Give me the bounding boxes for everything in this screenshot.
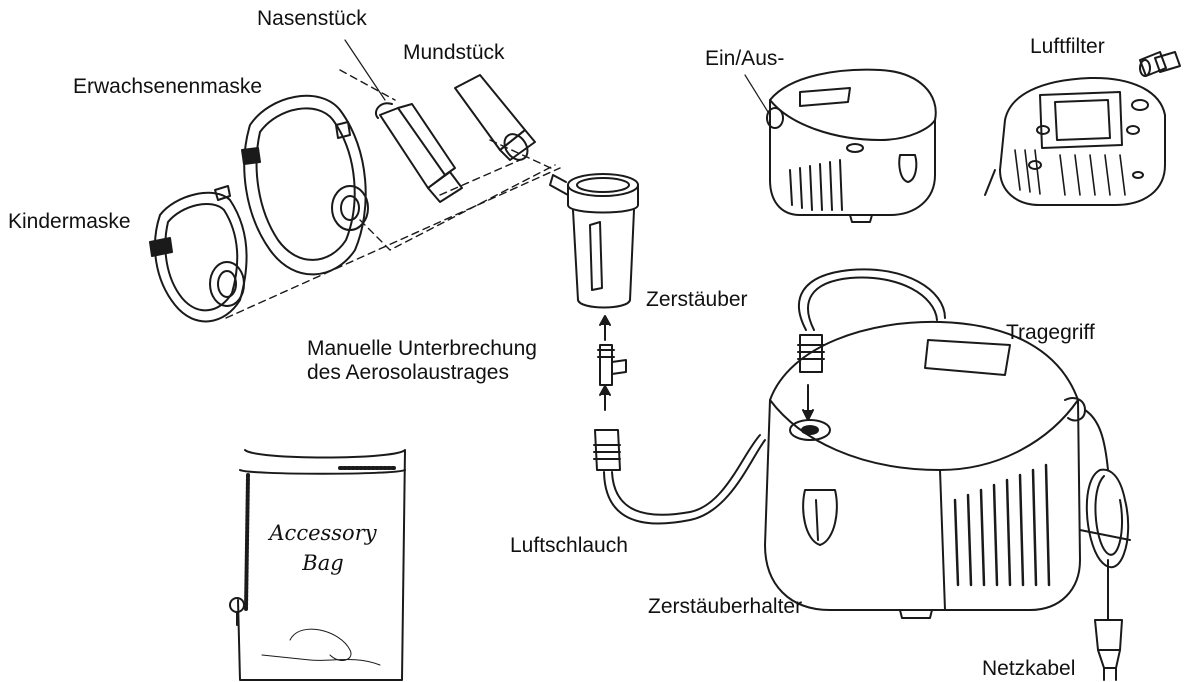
nose-piece <box>374 102 463 203</box>
adult-mask <box>241 94 369 276</box>
t-piece-connector <box>597 344 627 386</box>
label-kindermaske: Kindermaske <box>8 210 131 233</box>
label-erwachsenenmaske: Erwachsenenmaske <box>73 75 263 98</box>
bag-label-line1: Accessory <box>269 521 377 545</box>
label-tragegriff: Tragegriff <box>1006 321 1095 344</box>
spare-air-filters <box>1139 51 1181 77</box>
mouth-piece <box>454 74 536 161</box>
label-luftschlauch: Luftschlauch <box>510 534 628 557</box>
label-leader-nasenstueck <box>344 39 386 101</box>
bag-label: Accessory Bag <box>243 518 403 579</box>
label-leader-ein-aus <box>744 74 769 113</box>
power-cord <box>1079 409 1131 681</box>
label-nasenstueck: Nasenstück <box>257 7 367 30</box>
assembly-arrows <box>599 315 814 421</box>
accessory-bag <box>229 449 406 681</box>
label-zerstaeuber: Zerstäuber <box>646 288 748 311</box>
bag-label-line2: Bag <box>302 551 344 576</box>
dashed-connectors <box>225 69 561 319</box>
label-manuelle-line2: des Aerosolaustrages <box>307 361 509 385</box>
compressor-top-view <box>766 68 937 223</box>
child-mask <box>149 185 248 323</box>
nebulizer-cup <box>549 173 639 309</box>
label-zerstaeuberhalter: Zerstäuberhalter <box>648 595 803 618</box>
label-manuelle-unterbrechung: Manuelle Unterbrechung des Aerosolaustra… <box>307 337 597 385</box>
compressor-main-unit <box>764 320 1086 619</box>
air-tube <box>593 268 946 525</box>
label-manuelle-line1: Manuelle Unterbrechung <box>307 337 537 360</box>
label-ein-aus: Ein/Aus- <box>705 47 785 70</box>
label-mundstueck: Mundstück <box>403 41 505 64</box>
label-netzkabel: Netzkabel <box>982 657 1076 680</box>
compressor-bottom-view <box>984 76 1166 206</box>
label-luftfilter: Luftfilter <box>1030 35 1105 58</box>
